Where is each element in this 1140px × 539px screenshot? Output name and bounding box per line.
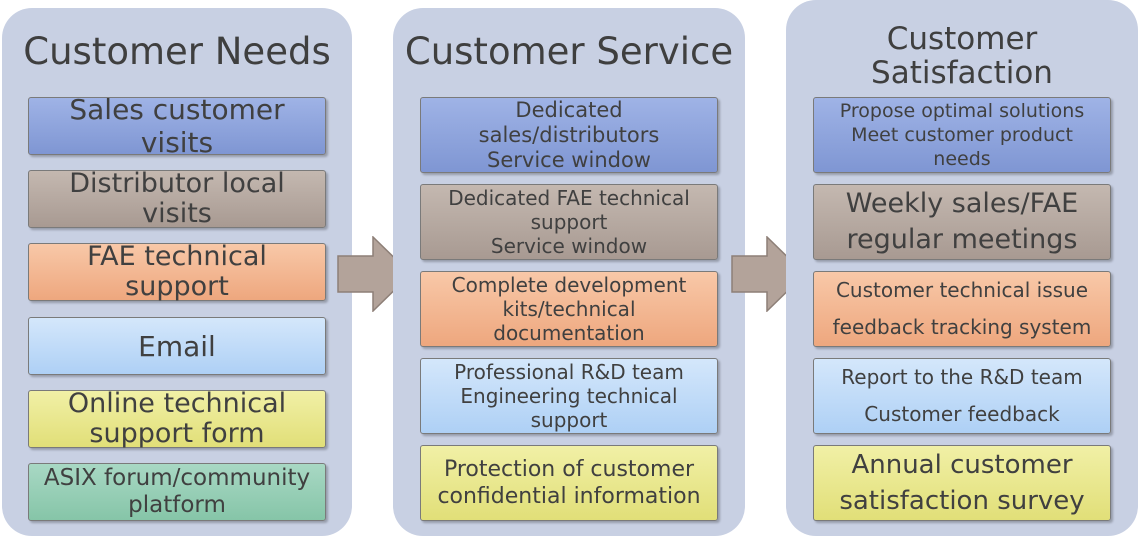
needs-item-fae-support: FAE technical support (28, 242, 326, 302)
needs-item-online-form: Online technical support form (28, 389, 326, 449)
satisfaction-item-weekly-meetings: Weekly sales/FAE regular meetings (813, 184, 1111, 260)
satisfaction-item-solutions: Propose optimal solutions Meet customer … (813, 97, 1111, 173)
satisfaction-item-annual-survey: Annual customer satisfaction survey (813, 445, 1111, 521)
service-item-rd-team: Professional R&D team Engineering techni… (420, 358, 718, 434)
customer-needs-title: Customer Needs (23, 30, 331, 73)
service-item-dedicated-sales: Dedicated sales/distributors Service win… (420, 97, 718, 173)
satisfaction-item-rd-report: Report to the R&D team Customer feedback (813, 358, 1111, 434)
needs-item-distributor-visits: Distributor local visits (28, 169, 326, 229)
customer-service-title: Customer Service (404, 30, 734, 73)
arrow-right-icon (337, 236, 413, 312)
needs-item-email: Email (28, 317, 326, 375)
customer-satisfaction-title: Customer Satisfaction (871, 21, 1053, 91)
service-item-confidential: Protection of customer confidential info… (420, 445, 718, 521)
needs-item-forum: ASIX forum/community platform (28, 463, 326, 521)
service-item-dev-kits: Complete development kits/technical docu… (420, 271, 718, 347)
needs-item-sales-visits: Sales customer visits (28, 93, 326, 159)
satisfaction-item-feedback-tracking: Customer technical issue feedback tracki… (813, 271, 1111, 347)
service-item-dedicated-fae: Dedicated FAE technical support Service … (420, 184, 718, 260)
